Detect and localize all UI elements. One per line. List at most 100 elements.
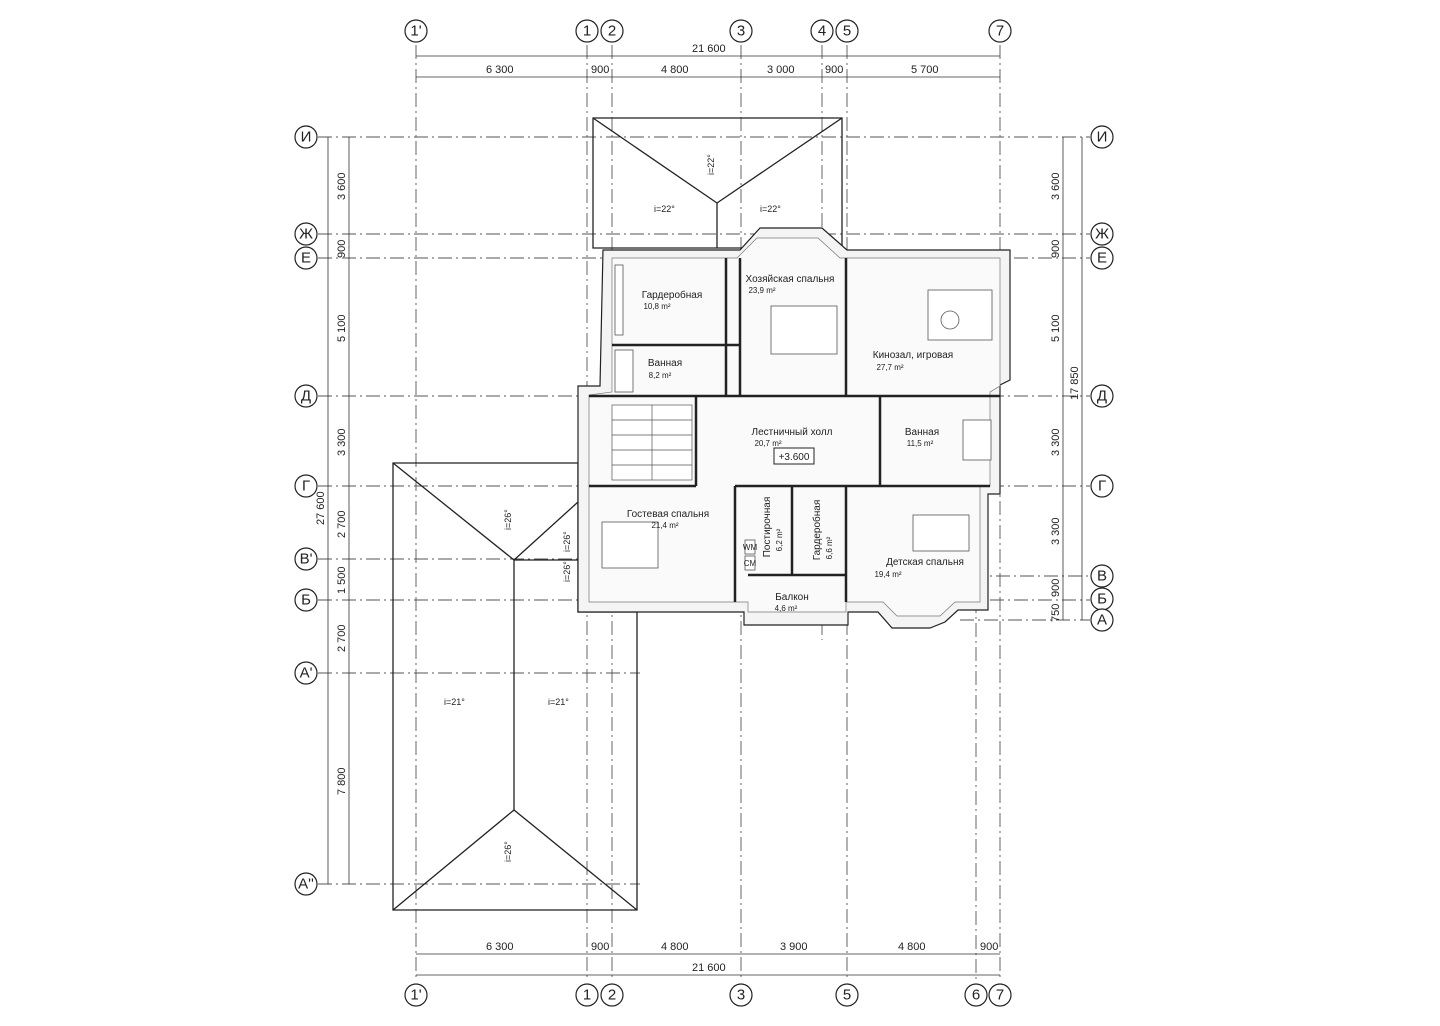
room-kids-bedroom-name: Детская спальня	[886, 557, 964, 568]
slope-left-roof-right: i=21°	[548, 697, 569, 707]
dim-left-seg-4: 3 300	[336, 428, 348, 456]
washing-machine-icon	[744, 539, 756, 555]
svg-text:5: 5	[843, 23, 851, 40]
axis-left-Vp: В'	[294, 547, 318, 571]
axis-bottom-1: 1	[575, 983, 599, 1007]
dimension-texts: 21 600 6 300 900 4 800 3 000 900 5 700 6…	[315, 43, 1081, 974]
svg-text:А': А'	[300, 665, 313, 682]
dim-left-seg-1: 3 600	[336, 172, 348, 200]
dim-bottom-seg-3: 4 800	[661, 941, 689, 953]
room-laundry-name: Постирочная	[762, 497, 773, 558]
dim-bottom-seg-5: 4 800	[898, 941, 926, 953]
dim-bottom-seg-2: 900	[591, 941, 609, 953]
axis-left-Zh: Ж	[294, 222, 318, 246]
room-wardrobe-master-name: Гардеробная	[642, 289, 703, 301]
wardrobe-master-rail-icon	[614, 264, 624, 336]
dim-right-seg-4: 3 300	[1050, 428, 1062, 456]
dim-bottom-seg-6: 900	[980, 941, 998, 953]
svg-text:3: 3	[737, 987, 745, 1004]
svg-text:А: А	[1097, 612, 1107, 629]
room-bath-right-name: Ванная	[905, 427, 939, 438]
svg-text:1': 1'	[410, 987, 421, 1004]
room-bath-left-name: Ванная	[648, 358, 682, 369]
cm-label: CM	[744, 559, 757, 568]
exterior-walls	[577, 227, 1011, 629]
slope-left-upper: i=26°	[503, 509, 513, 530]
level-mark: +3.600	[773, 447, 815, 465]
axis-right-D: Д	[1090, 384, 1114, 408]
axis-top-1p: 1'	[404, 19, 428, 43]
level-mark-text: +3.600	[779, 452, 810, 463]
bathtub-left-icon	[614, 349, 634, 393]
axis-left-B: Б	[294, 588, 318, 612]
staircase	[611, 404, 693, 481]
axis-top-3: 3	[729, 19, 753, 43]
dim-top-seg-5: 900	[825, 64, 843, 76]
axis-left-I: И	[294, 125, 318, 149]
room-bath-right-area: 11,5 m²	[907, 439, 934, 448]
slope-top-left: i=22°	[654, 204, 675, 214]
svg-text:7: 7	[996, 23, 1004, 40]
dim-right-seg-7: 750	[1050, 604, 1062, 622]
room-master-bedroom-name: Хозяйская спальня	[746, 274, 835, 285]
axis-right-G: Г	[1090, 474, 1114, 498]
cinema-table-icon	[940, 310, 960, 330]
dim-right-seg-5: 3 300	[1050, 517, 1062, 545]
dim-top-total: 21 600	[692, 43, 726, 55]
slope-left-bottom: i=26°	[503, 841, 513, 862]
slope-left-roof-left: i=21°	[444, 697, 465, 707]
svg-text:4: 4	[818, 23, 826, 40]
svg-text:В': В'	[300, 551, 313, 568]
room-labels: Гардеробная 10,8 m² Хозяйская спальня 23…	[627, 274, 964, 613]
axis-bottom-5: 5	[835, 983, 859, 1007]
dim-bottom-seg-4: 3 900	[780, 941, 808, 953]
svg-text:1: 1	[583, 23, 591, 40]
svg-text:И: И	[301, 129, 312, 146]
room-guest-bedroom-name: Гостевая спальня	[627, 509, 709, 520]
room-cinema-area: 27,7 m²	[876, 363, 903, 372]
room-balcony-area: 4,6 m²	[775, 604, 798, 613]
svg-text:А'': А''	[298, 876, 314, 893]
guest-bed-icon	[601, 521, 659, 569]
dryer-icon	[744, 555, 756, 571]
dim-right-total: 17 850	[1069, 366, 1081, 400]
axis-right-A: А	[1090, 608, 1114, 632]
furniture	[601, 264, 993, 571]
svg-text:1: 1	[583, 987, 591, 1004]
axis-left-E: Е	[294, 246, 318, 270]
room-wardrobe-small-name: Гардеробная	[811, 500, 823, 561]
axis-right-E: Е	[1090, 246, 1114, 270]
axis-top-4: 4	[810, 19, 834, 43]
svg-text:Е: Е	[301, 250, 311, 267]
svg-text:Б: Б	[1097, 591, 1107, 608]
axis-left-App: А''	[294, 872, 318, 896]
room-stair-hall-name: Лестничный холл	[752, 427, 833, 438]
bathtub-right-icon	[962, 419, 992, 461]
interior-walls	[589, 258, 1000, 602]
dim-left-total: 27 600	[315, 491, 327, 525]
wm-label: WM	[743, 543, 758, 552]
dim-top-seg-2: 900	[591, 64, 609, 76]
slope-left-mid-a: i=26°	[562, 531, 572, 552]
svg-text:В: В	[1097, 568, 1107, 585]
axis-top-7: 7	[988, 19, 1012, 43]
axis-top-5: 5	[835, 19, 859, 43]
slope-top-right: i=22°	[760, 204, 781, 214]
slope-left-mid-b: i=26°	[562, 561, 572, 582]
axis-right-I: И	[1090, 125, 1114, 149]
slope-top-vertical: i=22°	[706, 154, 716, 175]
dim-right-seg-6: 900	[1050, 579, 1062, 597]
room-stair-hall-area: 20,7 m²	[754, 439, 781, 448]
dim-top-seg-6: 5 700	[911, 64, 939, 76]
svg-text:Г: Г	[302, 478, 310, 495]
cinema-sofa-icon	[927, 289, 993, 341]
axis-top-1: 1	[575, 19, 599, 43]
svg-text:Ж: Ж	[1095, 226, 1109, 243]
room-wardrobe-small-area: 6,6 m²	[825, 536, 834, 559]
svg-text:Д: Д	[301, 388, 311, 405]
dim-left-seg-8: 7 800	[336, 767, 348, 795]
svg-text:Г: Г	[1098, 478, 1106, 495]
axis-bottom-1p: 1'	[404, 983, 428, 1007]
dimension-lines	[327, 55, 1083, 976]
